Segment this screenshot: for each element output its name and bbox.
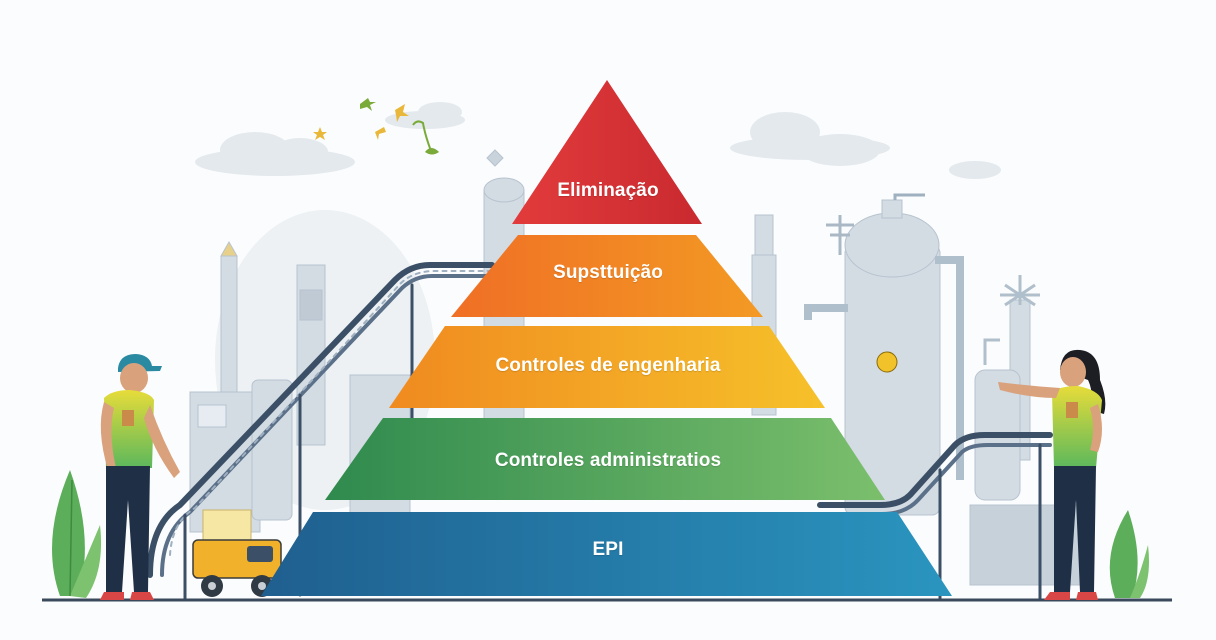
mini-truck: [192, 509, 282, 597]
decorative-birds: [313, 98, 439, 155]
leaf-icon: [425, 148, 439, 155]
wheel-icon: [258, 582, 266, 590]
bird-icon: [375, 127, 386, 140]
leaf-stem: [69, 479, 73, 597]
cloud: [418, 102, 462, 122]
antenna-icon: [826, 215, 854, 255]
dome: [483, 177, 525, 203]
pipe: [893, 193, 925, 200]
hierarchy-pyramid: [261, 80, 952, 596]
pyramid-tier-administrative-controls[interactable]: [325, 418, 885, 500]
leaf-icon: [1109, 510, 1138, 598]
shoe: [130, 592, 154, 600]
cloud: [800, 134, 880, 166]
worker-right: [998, 349, 1106, 600]
cloud: [272, 138, 328, 166]
plant-right: [1109, 510, 1149, 598]
bird-icon: [360, 98, 376, 111]
cargo-box: [202, 509, 252, 541]
conveyor-rollers: [169, 270, 493, 556]
chimney: [220, 255, 238, 407]
arm-pointing: [998, 382, 1060, 398]
conveyor-rail: [160, 274, 494, 577]
lattice-tower: [1000, 275, 1040, 307]
star-icon: [313, 127, 327, 140]
wheel-icon: [208, 582, 216, 590]
pipe: [804, 256, 964, 480]
pyramid-tier-engineering-controls[interactable]: [389, 326, 825, 408]
pyramid-tier-substitution[interactable]: [451, 235, 763, 317]
conveyor-rail: [147, 262, 495, 578]
face: [1060, 357, 1086, 387]
bird-icon: [395, 104, 409, 122]
arm: [100, 402, 116, 470]
shoe: [100, 592, 124, 600]
vessel-cap: [881, 199, 903, 219]
id-badge: [1066, 402, 1078, 418]
lamp-post: [983, 338, 1000, 365]
silo: [251, 379, 293, 521]
tower-block: [299, 289, 323, 321]
cloud: [220, 132, 290, 168]
background-clouds: [195, 102, 1001, 179]
chimney-top: [220, 240, 238, 257]
leaf-icon: [52, 470, 85, 596]
shoe: [1044, 592, 1070, 600]
torso: [104, 390, 154, 468]
pyramid-tier-elimination[interactable]: [512, 80, 702, 224]
plant-left: [52, 470, 102, 598]
cloud: [949, 161, 1001, 179]
shoe: [1076, 592, 1098, 600]
pyramid-tier-ppe[interactable]: [261, 512, 952, 596]
id-badge: [122, 410, 134, 426]
arm: [1090, 404, 1102, 452]
truck-window: [247, 546, 273, 562]
conveyor-rail: [817, 432, 1053, 508]
face: [120, 363, 148, 393]
leaf-icon: [70, 525, 102, 598]
worker-left: [100, 354, 180, 600]
window: [197, 404, 227, 428]
legs: [106, 466, 150, 592]
legs: [1054, 466, 1096, 592]
smokestack: [486, 149, 504, 167]
leaf-icon: [1130, 545, 1149, 598]
hazard-warning-icon: [876, 351, 898, 373]
cloud: [750, 112, 820, 152]
plant-sprout-icon: [412, 120, 432, 152]
arm: [144, 405, 180, 478]
torso: [1052, 386, 1102, 468]
reactor-dome: [844, 212, 940, 278]
